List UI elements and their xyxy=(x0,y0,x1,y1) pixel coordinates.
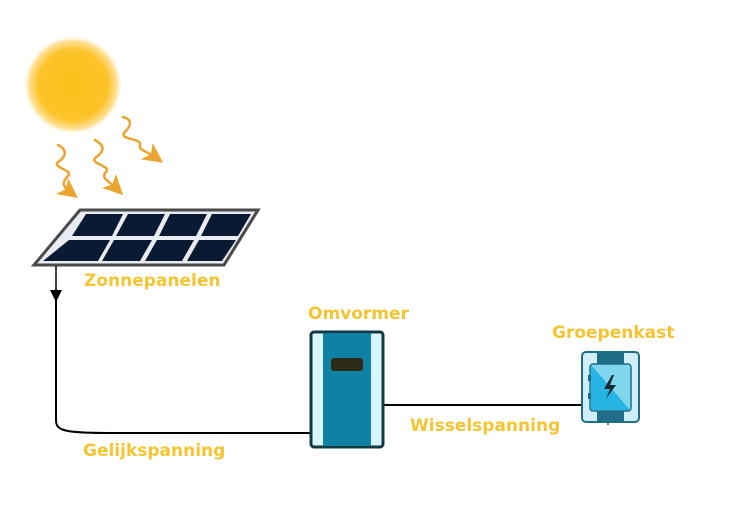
dc-wire xyxy=(55,296,312,434)
sun-ray-icon xyxy=(121,115,164,163)
solar-panels-label: Zonnepanelen xyxy=(84,271,221,291)
ac-label: Wisselspanning xyxy=(410,416,561,436)
dc-label: Gelijkspanning xyxy=(83,441,226,461)
sun-rays xyxy=(55,115,164,199)
breaker-box-label: Groepenkast xyxy=(552,323,675,343)
breaker-box-icon xyxy=(581,351,640,425)
inverter-label: Omvormer xyxy=(308,304,409,324)
sun-ray-icon xyxy=(93,138,124,196)
lightning-icon xyxy=(604,375,616,399)
sun-ray-icon xyxy=(55,143,78,199)
sun-icon xyxy=(23,35,123,135)
solar-panel-icon xyxy=(30,208,261,267)
inverter-icon xyxy=(309,330,385,449)
